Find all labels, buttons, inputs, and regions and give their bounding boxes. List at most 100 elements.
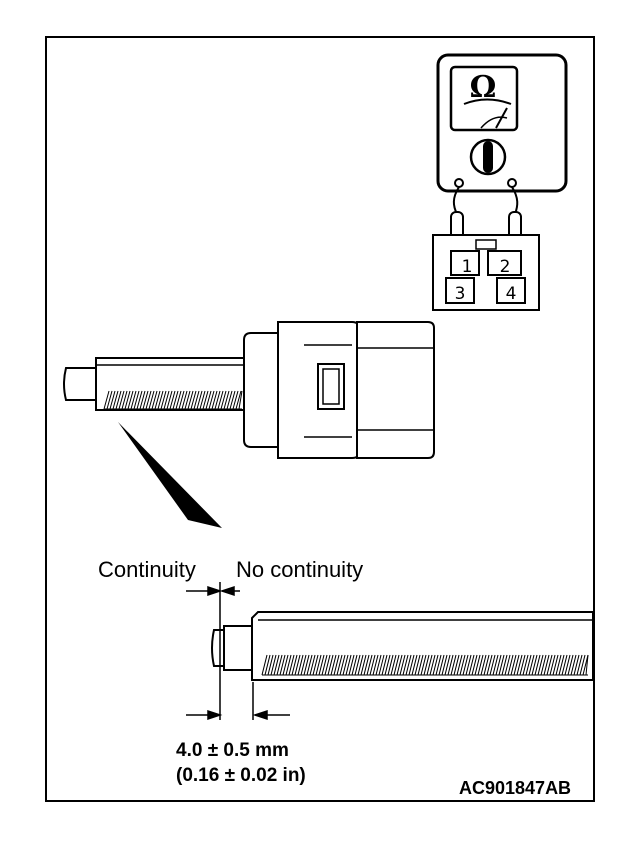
thread-line (121, 390, 128, 410)
thread-line (579, 654, 586, 676)
thread-line (429, 654, 436, 676)
thread-line (381, 654, 388, 676)
pin-cavity-3 (445, 277, 475, 304)
thread-line (220, 390, 227, 410)
thread-line (450, 654, 457, 676)
meter-scale-arc (463, 98, 512, 105)
thread-hatching-upper (103, 390, 243, 410)
pin-label-3: 3 (455, 284, 466, 304)
thread-line (474, 654, 481, 676)
thread-line (124, 390, 131, 410)
thread-line (288, 654, 295, 676)
figure-frame (45, 36, 595, 802)
thread-line (354, 654, 361, 676)
thread-line (324, 654, 331, 676)
thread-line (339, 654, 346, 676)
thread-line (585, 654, 589, 676)
thread-line (327, 654, 334, 676)
pin-cavity-4 (496, 277, 526, 304)
thread-line (151, 390, 158, 410)
thread-line (163, 390, 170, 410)
thread-line (351, 654, 358, 676)
thread-line (109, 390, 116, 410)
thread-line (525, 654, 532, 676)
thread-line (510, 654, 517, 676)
thread-line (444, 654, 451, 676)
thread-line (393, 654, 400, 676)
thread-line (384, 654, 391, 676)
thread-line (208, 390, 215, 410)
thread-line (366, 654, 373, 676)
thread-line (441, 654, 448, 676)
thread-line (477, 654, 484, 676)
thread-line (567, 654, 574, 676)
thread-line (423, 654, 430, 676)
thread-line (465, 654, 472, 676)
thread-line (408, 654, 415, 676)
thread-hatching-detail (261, 654, 589, 676)
thread-line (495, 654, 502, 676)
thread-line (118, 390, 125, 410)
detail-pointer-wedge (118, 422, 222, 528)
thread-line (459, 654, 466, 676)
continuity-label: Continuity (98, 557, 196, 582)
thread-line (157, 390, 164, 410)
thread-line (543, 654, 550, 676)
pin-label-4: 4 (506, 284, 517, 304)
thread-line (405, 654, 412, 676)
thread-line (363, 654, 370, 676)
thread-line (516, 654, 523, 676)
thread-line (232, 390, 239, 410)
thread-line (103, 390, 110, 410)
thread-line (199, 390, 206, 410)
thread-line (178, 390, 185, 410)
thread-line (486, 654, 493, 676)
thread-line (261, 654, 268, 676)
thread-line (552, 654, 559, 676)
thread-line (166, 390, 173, 410)
thread-line (303, 654, 310, 676)
thread-line (139, 390, 146, 410)
pin-cavity-1 (450, 250, 480, 276)
thread-line (501, 654, 508, 676)
figure-code-label: AC901847AB (459, 778, 572, 798)
thread-line (546, 654, 553, 676)
thread-line (196, 390, 203, 410)
thread-line (342, 654, 349, 676)
thread-line (555, 654, 562, 676)
thread-line (387, 654, 394, 676)
thread-line (276, 654, 283, 676)
thread-line (193, 390, 200, 410)
thread-line (357, 654, 364, 676)
pin-label-2: 2 (500, 257, 511, 277)
thread-line (336, 654, 343, 676)
thread-line (172, 390, 179, 410)
thread-line (169, 390, 176, 410)
thread-line (318, 654, 325, 676)
thread-line (549, 654, 556, 676)
thread-line (378, 654, 385, 676)
thread-line (540, 654, 547, 676)
thread-line (142, 390, 149, 410)
thread-line (223, 390, 230, 410)
thread-line (558, 654, 565, 676)
thread-line (315, 654, 322, 676)
thread-line (273, 654, 280, 676)
thread-line (154, 390, 161, 410)
no-continuity-label: No continuity (236, 557, 364, 582)
thread-line (106, 390, 113, 410)
thread-line (372, 654, 379, 676)
thread-line (235, 390, 242, 410)
thread-line (279, 654, 286, 676)
pin-cavity-2 (487, 250, 522, 276)
thread-line (112, 390, 119, 410)
thread-line (229, 390, 236, 410)
thread-line (330, 654, 337, 676)
ohmmeter (436, 53, 568, 193)
thread-line (453, 654, 460, 676)
thread-line (115, 390, 122, 410)
thread-line (414, 654, 421, 676)
meter-needle (495, 107, 508, 129)
